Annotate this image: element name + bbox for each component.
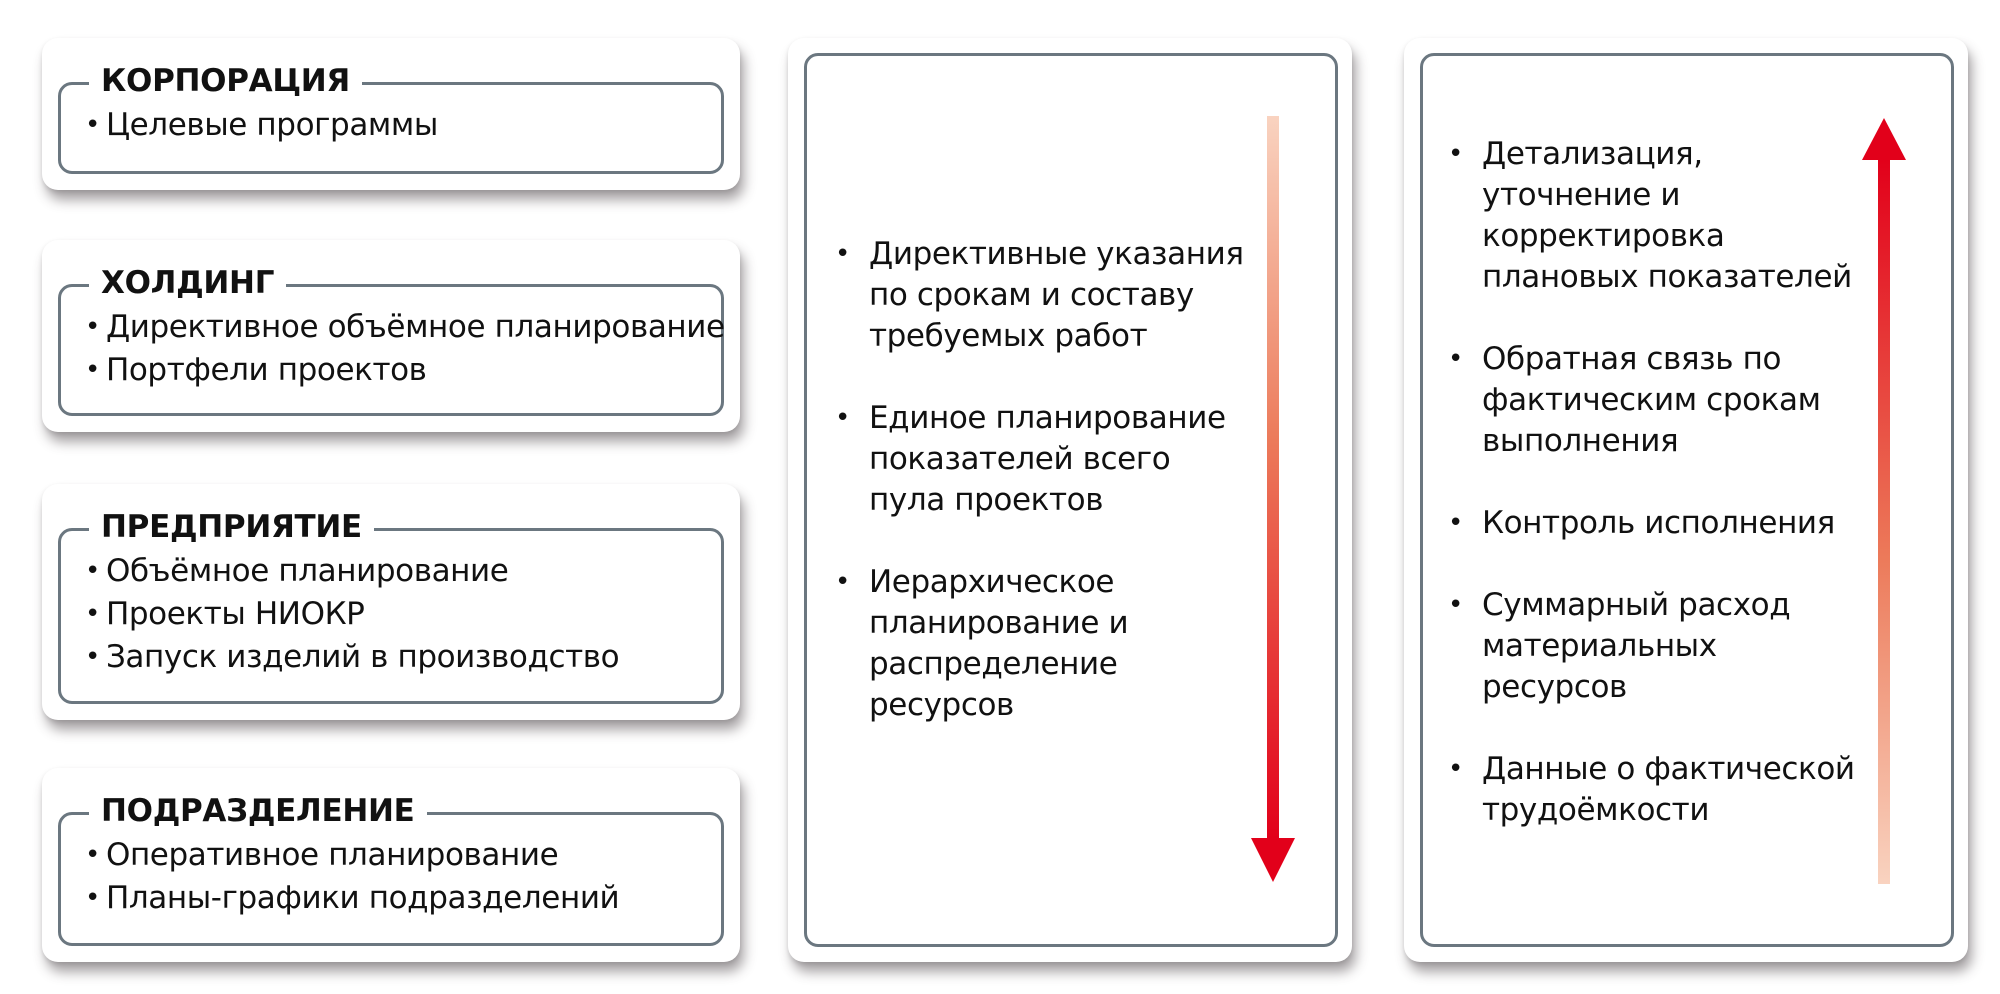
level-items: Оперативное планирование Планы-графики п… xyxy=(85,835,709,921)
panel-frame xyxy=(1420,53,1954,947)
level-frame: ПОДРАЗДЕЛЕНИЕ Оперативное планирование П… xyxy=(58,791,724,946)
level-title: ПРЕДПРИЯТИЕ xyxy=(89,507,374,547)
level-frame: КОРПОРАЦИЯ Целевые программы xyxy=(58,61,724,174)
level-item: Проекты НИОКР xyxy=(85,594,709,637)
level-items: Целевые программы xyxy=(85,105,709,148)
top-down-item: Единое планирование показателей всего пу… xyxy=(833,398,1244,521)
level-items: Объёмное планирование Проекты НИОКР Запу… xyxy=(85,551,709,680)
level-frame: ПРЕДПРИЯТИЕ Объёмное планирование Проект… xyxy=(58,507,724,704)
level-item: Запуск изделий в производство xyxy=(85,637,709,680)
level-item: Оперативное планирование xyxy=(85,835,709,878)
level-item: Планы-графики подразделений xyxy=(85,878,709,921)
top-down-list: Директивные указания по срокам и составу… xyxy=(833,234,1244,767)
bottom-up-item: Обратная связь по фактическим срокам вып… xyxy=(1446,339,1855,462)
level-item: Целевые программы xyxy=(85,105,709,148)
bottom-up-panel: Детализация, уточнение и корректировка п… xyxy=(1404,38,1968,962)
arrow-up-icon xyxy=(1862,118,1906,884)
top-down-panel: Директивные указания по срокам и составу… xyxy=(788,38,1352,962)
top-down-item: Директивные указания по срокам и составу… xyxy=(833,234,1244,357)
top-down-item: Иерархическое планирование и распределен… xyxy=(833,562,1244,726)
level-card-division: ПОДРАЗДЕЛЕНИЕ Оперативное планирование П… xyxy=(42,768,740,962)
level-item: Объёмное планирование xyxy=(85,551,709,594)
level-card-corporation: КОРПОРАЦИЯ Целевые программы xyxy=(42,38,740,190)
bottom-up-item: Данные о фактической трудоёмкости xyxy=(1446,749,1855,831)
level-title: КОРПОРАЦИЯ xyxy=(89,61,362,101)
panel-frame xyxy=(804,53,1338,947)
level-items: Директивное объёмное планирование Портфе… xyxy=(85,307,725,393)
level-item: Директивное объёмное планирование xyxy=(85,307,725,350)
bottom-up-item: Детализация, уточнение и корректировка п… xyxy=(1446,134,1855,298)
level-item: Портфели проектов xyxy=(85,350,709,393)
arrow-down-icon xyxy=(1251,116,1295,882)
level-title: ХОЛДИНГ xyxy=(89,263,287,303)
level-card-holding: ХОЛДИНГ Директивное объёмное планировани… xyxy=(42,240,740,432)
level-card-enterprise: ПРЕДПРИЯТИЕ Объёмное планирование Проект… xyxy=(42,484,740,720)
level-frame: ХОЛДИНГ Директивное объёмное планировани… xyxy=(58,263,725,416)
bottom-up-item: Контроль исполнения xyxy=(1446,503,1855,544)
bottom-up-item: Суммарный расход материальных ресурсов xyxy=(1446,585,1855,708)
level-title: ПОДРАЗДЕЛЕНИЕ xyxy=(89,791,427,831)
bottom-up-list: Детализация, уточнение и корректировка п… xyxy=(1446,134,1855,872)
